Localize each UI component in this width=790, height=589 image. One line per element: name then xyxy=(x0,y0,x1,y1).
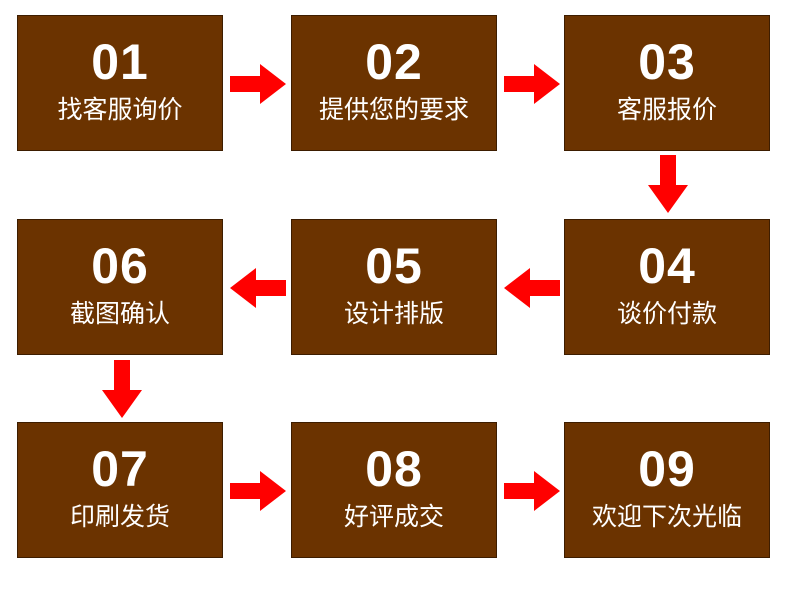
step-box-03: 03 客服报价 xyxy=(564,15,770,151)
step-number: 02 xyxy=(365,34,423,90)
step-number: 01 xyxy=(91,34,149,90)
step-box-04: 04 谈价付款 xyxy=(564,219,770,355)
arrow-right-icon xyxy=(230,471,286,511)
step-label: 截图确认 xyxy=(69,299,170,328)
arrow-right-icon xyxy=(504,64,560,104)
step-number: 06 xyxy=(91,238,149,294)
step-number: 05 xyxy=(365,238,423,294)
step-box-09: 09 欢迎下次光临 xyxy=(564,422,770,558)
step-label: 印刷发货 xyxy=(69,502,170,531)
arrow-left-icon xyxy=(504,268,560,308)
step-box-06: 06 截图确认 xyxy=(17,219,223,355)
arrow-right-icon xyxy=(504,471,560,511)
step-number: 03 xyxy=(638,34,696,90)
step-number: 07 xyxy=(91,441,149,497)
step-box-05: 05 设计排版 xyxy=(291,219,497,355)
step-label: 设计排版 xyxy=(343,299,444,328)
step-box-01: 01 找客服询价 xyxy=(17,15,223,151)
step-number: 08 xyxy=(365,441,423,497)
step-label: 客服报价 xyxy=(616,95,717,124)
step-box-07: 07 印刷发货 xyxy=(17,422,223,558)
arrow-left-icon xyxy=(230,268,286,308)
step-label: 好评成交 xyxy=(343,502,444,531)
step-box-02: 02 提供您的要求 xyxy=(291,15,497,151)
step-number: 04 xyxy=(638,238,696,294)
step-label: 提供您的要求 xyxy=(318,95,469,124)
step-number: 09 xyxy=(638,441,696,497)
step-label: 欢迎下次光临 xyxy=(591,502,742,531)
arrow-down-icon xyxy=(648,155,688,213)
arrow-down-icon xyxy=(102,360,142,418)
step-label: 谈价付款 xyxy=(616,299,717,328)
arrow-right-icon xyxy=(230,64,286,104)
step-label: 找客服询价 xyxy=(57,95,183,124)
step-box-08: 08 好评成交 xyxy=(291,422,497,558)
